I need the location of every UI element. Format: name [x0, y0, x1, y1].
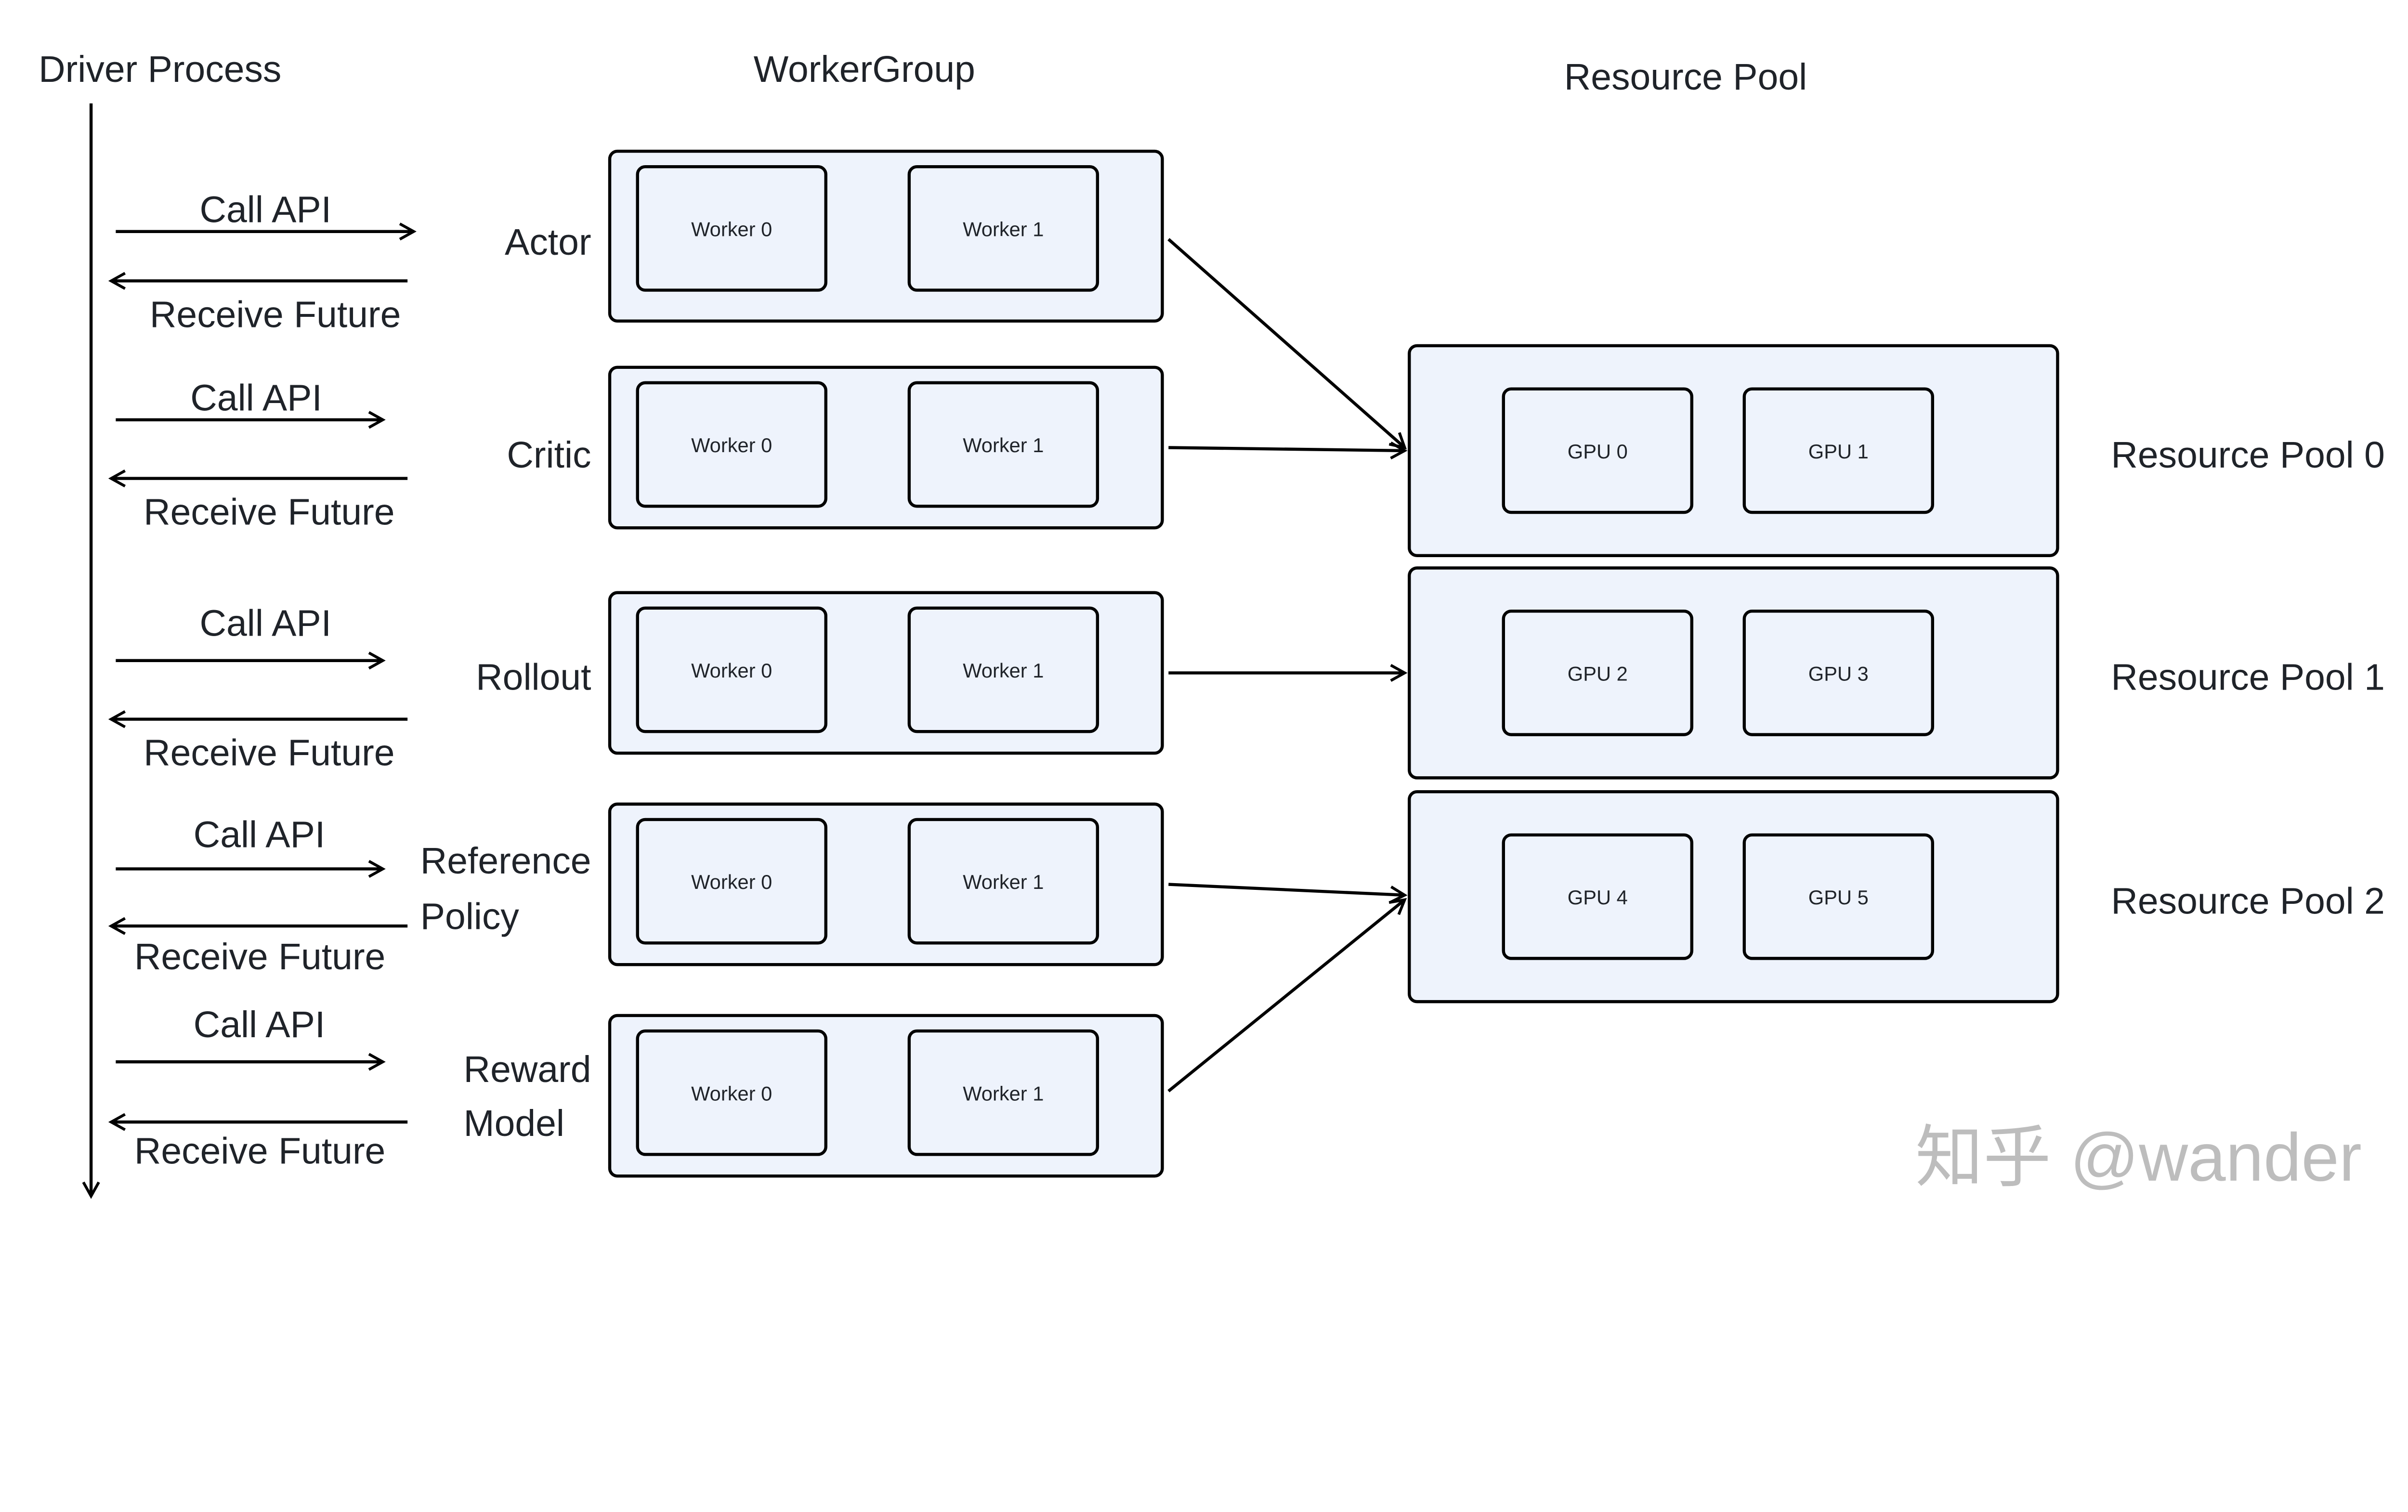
- worker-box: [636, 606, 827, 733]
- gpu-label: GPU 1: [1808, 440, 1869, 463]
- worker-group-row: Call API Receive Future Actor Worker 0 Worke…: [108, 149, 1407, 450]
- gpu-box: [1742, 387, 1935, 514]
- resource-pool-title: Resource Pool: [1564, 56, 1807, 98]
- call-api-label: Call API: [199, 189, 331, 231]
- receive-future-label: Receive Future: [134, 936, 385, 978]
- role-label: Rollout: [476, 657, 591, 698]
- call-api-label: Call API: [194, 1004, 326, 1045]
- worker-box: [907, 165, 1099, 292]
- resource-pool: GPU 0 GPU 1 Resource Pool 0: [1408, 344, 2385, 558]
- worker-box: [907, 818, 1099, 945]
- resource-pool-label: Resource Pool 0: [2111, 434, 2385, 476]
- role-label: Model: [464, 1103, 564, 1144]
- resource-pool-label: Resource Pool 1: [2111, 657, 2385, 698]
- gpu-box: [1502, 833, 1694, 960]
- worker-box: [907, 1029, 1099, 1156]
- worker-label: Worker 0: [691, 218, 772, 240]
- worker-box: [907, 606, 1099, 733]
- role-label: Actor: [505, 222, 591, 263]
- gpu-label: GPU 5: [1808, 886, 1869, 909]
- receive-future-label: Receive Future: [150, 294, 401, 335]
- resource-pool: GPU 4 GPU 5 Resource Pool 2: [1408, 790, 2385, 1004]
- worker-label: Worker 1: [963, 659, 1044, 682]
- worker-box: [636, 165, 827, 292]
- assignment-arrow: [1168, 441, 1408, 460]
- worker-label: Worker 0: [691, 871, 772, 893]
- receive-future-label: Receive Future: [144, 492, 394, 533]
- role-label: Reward: [464, 1049, 591, 1090]
- worker-box: [636, 1029, 827, 1156]
- gpu-label: GPU 4: [1568, 886, 1628, 909]
- worker-group-row: Call API Receive Future Rollout Worker 0 Wor…: [108, 591, 1408, 774]
- worker-label: Worker 1: [963, 871, 1044, 893]
- worker-box: [636, 818, 827, 945]
- worker-label: Worker 0: [691, 434, 772, 456]
- watermark: 知乎 @wander: [1915, 1119, 2362, 1195]
- worker-box: [636, 381, 827, 508]
- worker-box: [907, 381, 1099, 508]
- resource-pool-label: Resource Pool 2: [2111, 880, 2385, 922]
- worker-group-row: Call API Receive Future Critic Worker 0 Work…: [108, 365, 1408, 533]
- worker-label: Worker 1: [963, 218, 1044, 240]
- role-label: Critic: [507, 434, 591, 476]
- worker-label: Worker 0: [691, 1082, 772, 1105]
- role-label: Policy: [420, 896, 520, 937]
- worker-label: Worker 1: [963, 1082, 1044, 1105]
- assignment-arrow: [1167, 898, 1407, 1093]
- gpu-box: [1502, 610, 1694, 736]
- gpu-label: GPU 2: [1568, 662, 1628, 685]
- call-api-label: Call API: [194, 814, 326, 856]
- receive-future-label: Receive Future: [134, 1131, 385, 1172]
- call-api-label: Call API: [190, 378, 322, 419]
- receive-future-label: Receive Future: [144, 732, 394, 774]
- gpu-box: [1502, 387, 1694, 514]
- worker-group-title: WorkerGroup: [754, 49, 975, 90]
- role-label: Reference: [420, 840, 591, 882]
- driver-process-title: Driver Process: [39, 49, 281, 90]
- worker-label: Worker 0: [691, 659, 772, 682]
- assignment-arrow: [1167, 238, 1407, 450]
- call-api-label: Call API: [199, 603, 331, 644]
- diagram: Driver Process WorkerGroup Resource Pool…: [39, 49, 2385, 1199]
- assignment-arrow: [1168, 883, 1408, 904]
- gpu-box: [1742, 610, 1935, 736]
- gpu-label: GPU 3: [1808, 662, 1869, 685]
- gpu-box: [1742, 833, 1935, 960]
- worker-label: Worker 1: [963, 434, 1044, 456]
- resource-pool: GPU 2 GPU 3 Resource Pool 1: [1408, 566, 2385, 780]
- gpu-label: GPU 0: [1568, 440, 1628, 463]
